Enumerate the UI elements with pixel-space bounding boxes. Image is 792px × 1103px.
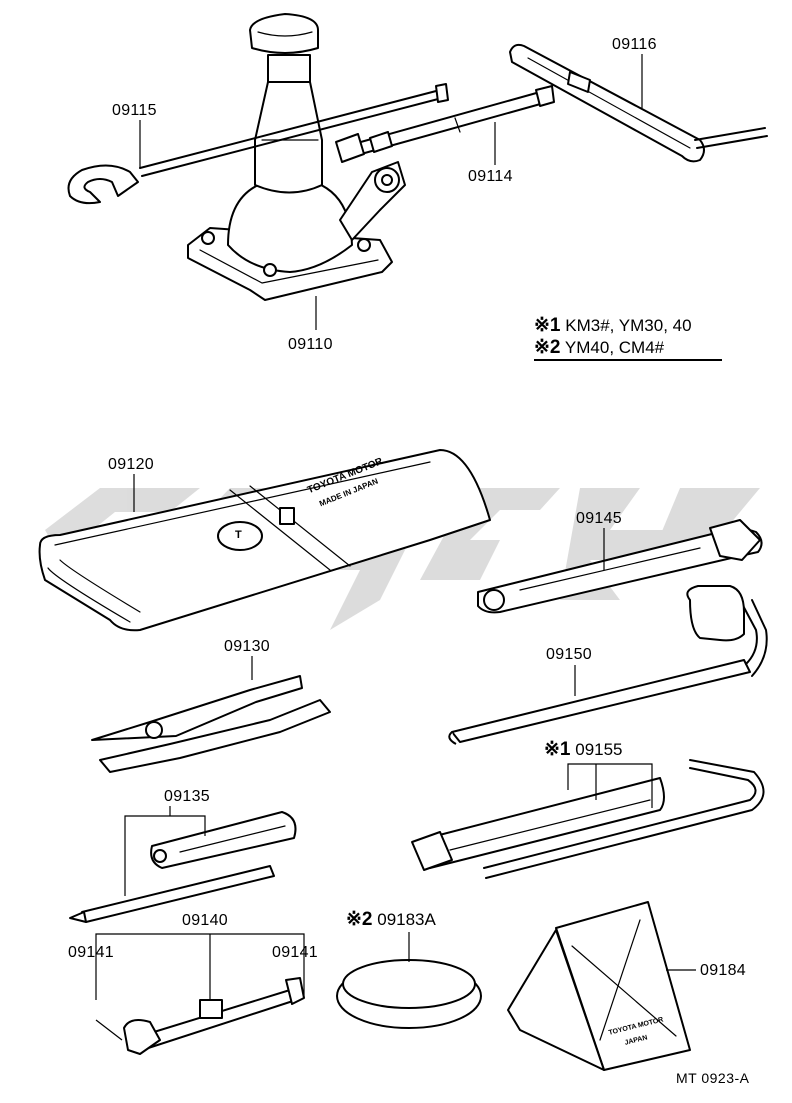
leader-09140 (95, 933, 305, 1041)
jack-09110 (187, 13, 406, 301)
wrench-09145 (477, 519, 763, 614)
tool-bag-09120 (38, 449, 491, 632)
note-line-1: ※1 KM3#, YM30, 40 (534, 316, 692, 336)
note2-marker: ※2 (534, 337, 561, 358)
label-09183A-group: ※2 09183A (346, 910, 436, 930)
leader-09135 (124, 806, 206, 896)
label-09130: 09130 (224, 638, 270, 655)
label-09116: 09116 (612, 36, 657, 53)
wheel-chock-09184 (507, 901, 691, 1071)
socket-bar-09155 (411, 759, 765, 879)
label-09140: 09140 (182, 912, 228, 929)
marker-1: ※1 (544, 739, 571, 760)
label-09155-group: ※1 09155 (544, 740, 623, 760)
label-09110: 09110 (288, 336, 333, 353)
note-line-2: ※2 YM40, CM4# (534, 338, 664, 358)
leader-09155 (567, 763, 653, 808)
hook-rod-09115 (67, 83, 449, 205)
label-09120: 09120 (108, 456, 154, 473)
cap-09183A (336, 959, 482, 1029)
marker-2: ※2 (346, 909, 373, 930)
label-09150: 09150 (546, 646, 592, 663)
label-09115: 09115 (112, 102, 157, 119)
label-09183A: 09183A (377, 910, 436, 929)
label-09184: 09184 (700, 962, 746, 979)
label-09145: 09145 (576, 510, 622, 527)
label-09155: 09155 (575, 740, 623, 759)
bag-emblem: T (235, 529, 242, 541)
label-09114: 09114 (468, 168, 513, 185)
label-09141-left: 09141 (68, 944, 114, 961)
open-wrenches-09140 (123, 977, 305, 1055)
lug-wrench-09150 (448, 585, 768, 745)
jack-handle-09116 (509, 43, 768, 163)
diagram-code: MT 0923-A (676, 1070, 750, 1086)
label-09141-right: 09141 (272, 944, 318, 961)
note2-text: YM40, CM4# (564, 338, 665, 357)
label-09135: 09135 (164, 788, 210, 805)
screwdriver-09135 (69, 811, 297, 923)
extension-rod-09114 (335, 85, 555, 163)
note1-text: KM3#, YM30, 40 (565, 316, 692, 335)
pliers-09130 (91, 675, 331, 773)
note1-marker: ※1 (534, 315, 561, 336)
